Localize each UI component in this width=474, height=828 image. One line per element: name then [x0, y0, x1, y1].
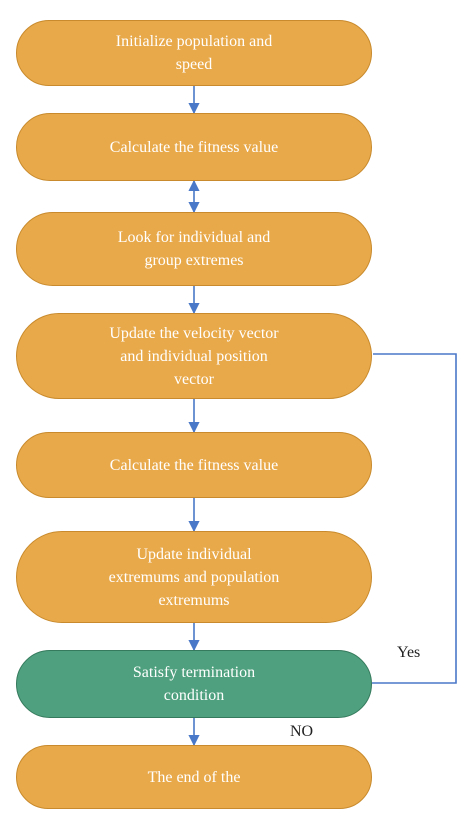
- label-yes: Yes: [397, 644, 421, 661]
- node-update-velocity: Update the velocity vector and individua…: [16, 313, 372, 399]
- node-update-extremums-text: Update individual extremums and populati…: [108, 545, 280, 609]
- node-calculate-fitness-1-text: Calculate the fitness value: [109, 138, 279, 156]
- label-no: NO: [290, 723, 314, 740]
- node-find-extremes-text: Look for individual and group extremes: [117, 229, 271, 269]
- node-update-extremums: Update individual extremums and populati…: [16, 531, 372, 623]
- node-termination-condition-text: Satisfy termination condition: [132, 664, 256, 704]
- node-calculate-fitness-2-text: Calculate the fitness value: [109, 456, 279, 474]
- node-initialize-population-text: Initialize population and speed: [115, 33, 273, 73]
- node-update-velocity-text: Update the velocity vector and individua…: [109, 324, 279, 388]
- node-end-text: The end of the: [147, 768, 241, 786]
- node-calculate-fitness-1: Calculate the fitness value: [16, 113, 372, 181]
- edge-termination-loop-to-update-velocity: [372, 353, 457, 684]
- node-calculate-fitness-2: Calculate the fitness value: [16, 432, 372, 498]
- node-end: The end of the: [16, 745, 372, 809]
- node-termination-condition: Satisfy termination condition: [16, 650, 372, 718]
- node-find-extremes: Look for individual and group extremes: [16, 212, 372, 286]
- node-initialize-population: Initialize population and speed: [16, 20, 372, 86]
